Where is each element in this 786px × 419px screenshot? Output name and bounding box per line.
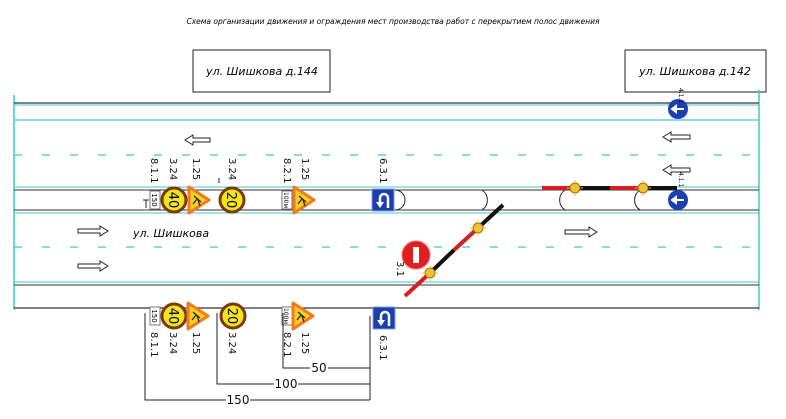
svg-text:40: 40 <box>165 192 180 209</box>
speed-limit-40-sign: 40 <box>160 186 188 214</box>
svg-text:20: 20 <box>224 308 239 325</box>
dimension-150: 150 <box>227 393 250 407</box>
sign-code: 8.1.1 <box>148 158 159 183</box>
roadworks-sign <box>291 301 315 331</box>
arrow-left-icon <box>662 164 691 176</box>
plate-8-1-1: 150 <box>149 306 161 326</box>
roadworks-sign <box>292 185 316 215</box>
direction-sign-left <box>668 99 688 119</box>
sign-code: 8.2.1 <box>281 332 292 357</box>
traffic-arrows <box>77 131 691 272</box>
direction-sign-left <box>668 190 688 210</box>
building-label: ул. Шишкова д.144 <box>205 65 318 78</box>
sign-code: 8.2.1 <box>281 158 292 183</box>
bottom-sign-row: 150 40 20 100м 8.1.1 3.24 1.25 3.24 8.2.… <box>148 301 397 360</box>
svg-text:40: 40 <box>165 308 180 325</box>
sign-code: 8.1.1 <box>148 332 159 357</box>
roadworks-sign <box>186 301 210 331</box>
svg-text:100м: 100м <box>282 192 289 208</box>
speed-limit-20-sign: 20 <box>219 302 247 330</box>
speed-limit-40-sign: 40 <box>160 302 188 330</box>
arrow-right-icon <box>77 225 109 237</box>
sign-code: 3.24 <box>226 158 237 180</box>
building-label: ул. Шишкова д.142 <box>638 65 751 78</box>
speed-limit-20-sign: 20 <box>218 186 246 214</box>
sign-code: 6.3.1 <box>377 335 388 360</box>
dimension-lines <box>144 313 371 401</box>
plate-8-1-1: 150 <box>149 190 161 210</box>
sign-code: 3.1 <box>394 261 405 277</box>
sign-code: 1.25 <box>299 158 310 180</box>
sign-code: 6.3.1 <box>377 158 388 183</box>
sign-code: 4.1.1 <box>677 88 684 103</box>
arrow-right-icon <box>77 260 109 272</box>
arrow-right-icon <box>564 226 598 238</box>
diagonal-barrier <box>403 203 505 298</box>
svg-text:100м: 100м <box>282 308 289 324</box>
svg-text:150: 150 <box>150 193 158 206</box>
top-sign-row: 150 40 20 100м 8.1.1 3.24 1.25 3.24 8.2.… <box>143 158 396 215</box>
u-turn-sign <box>370 187 396 213</box>
horizontal-barrier <box>542 179 677 197</box>
diagram-title: Схема организации движения и ограждения … <box>186 17 600 26</box>
street-name: ул. Шишкова <box>132 227 209 240</box>
building-box-144: ул. Шишкова д.144 <box>192 49 331 93</box>
dimension-50: 50 <box>311 361 326 375</box>
svg-text:20: 20 <box>223 192 238 209</box>
dimension-100: 100 <box>275 377 298 391</box>
roadworks-sign <box>187 185 211 215</box>
u-turn-sign <box>371 305 397 331</box>
building-box-142: ул. Шишкова д.142 <box>624 49 767 93</box>
sign-code: 3.24 <box>226 332 237 354</box>
sign-code: 4.1.1 <box>677 172 684 187</box>
sign-code: 1.25 <box>190 158 201 180</box>
sign-code: 3.24 <box>167 158 178 180</box>
arrow-left-icon <box>662 131 691 143</box>
sign-code: 3.24 <box>167 332 178 354</box>
arrow-left-icon <box>184 134 211 146</box>
no-entry-sign <box>401 240 431 270</box>
plate-8-2-1: 100м <box>281 190 293 210</box>
svg-text:150: 150 <box>150 309 158 322</box>
sign-code: 1.25 <box>190 332 201 354</box>
sign-code: 1.25 <box>299 332 310 354</box>
